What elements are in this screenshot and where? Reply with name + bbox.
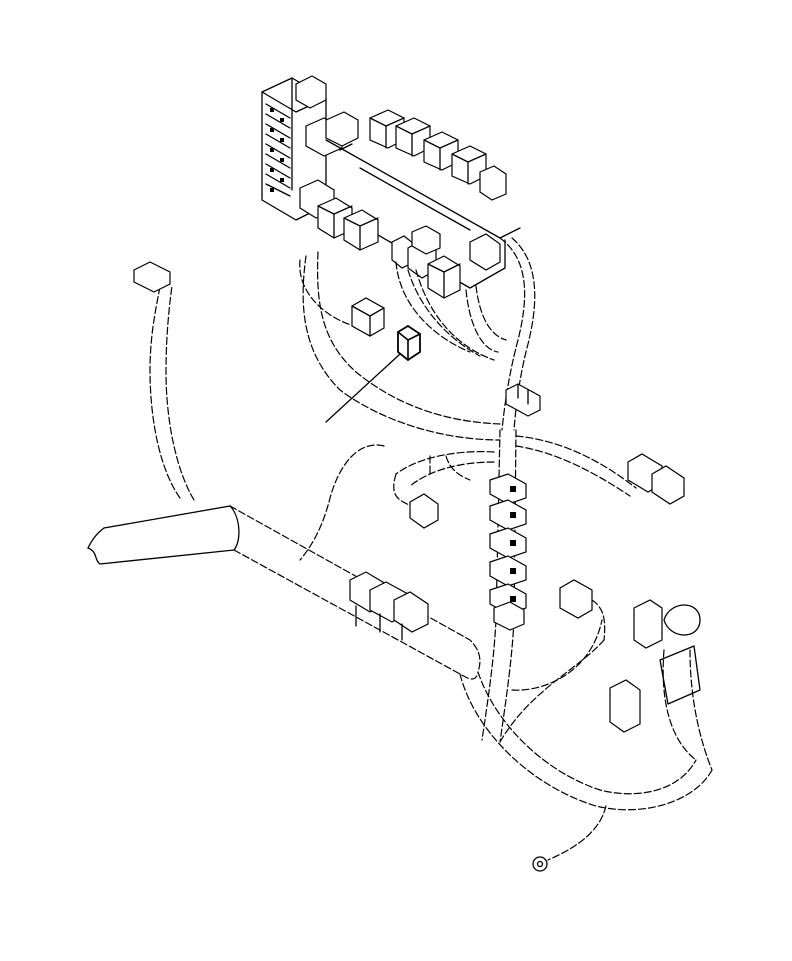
right-branch <box>515 435 685 505</box>
relay-row-top <box>369 109 507 201</box>
fuse-relay-panel <box>261 75 521 361</box>
connector-mid-left <box>351 297 385 337</box>
connector-lower-right <box>559 579 593 619</box>
relay-row-lower <box>299 179 501 299</box>
main-harness-trunk <box>87 261 481 680</box>
ring-terminal <box>532 856 548 872</box>
leader-line <box>325 353 401 423</box>
trunk-connector-stack <box>489 473 527 631</box>
fuse-row <box>265 103 291 197</box>
lower-harness-sweep <box>459 579 713 872</box>
highlighted-relay-callout <box>325 324 421 423</box>
left-small-branch <box>299 444 495 561</box>
connector-top-left <box>133 261 171 293</box>
connector-far-right <box>609 679 641 733</box>
connector-trunk-right <box>505 383 541 417</box>
